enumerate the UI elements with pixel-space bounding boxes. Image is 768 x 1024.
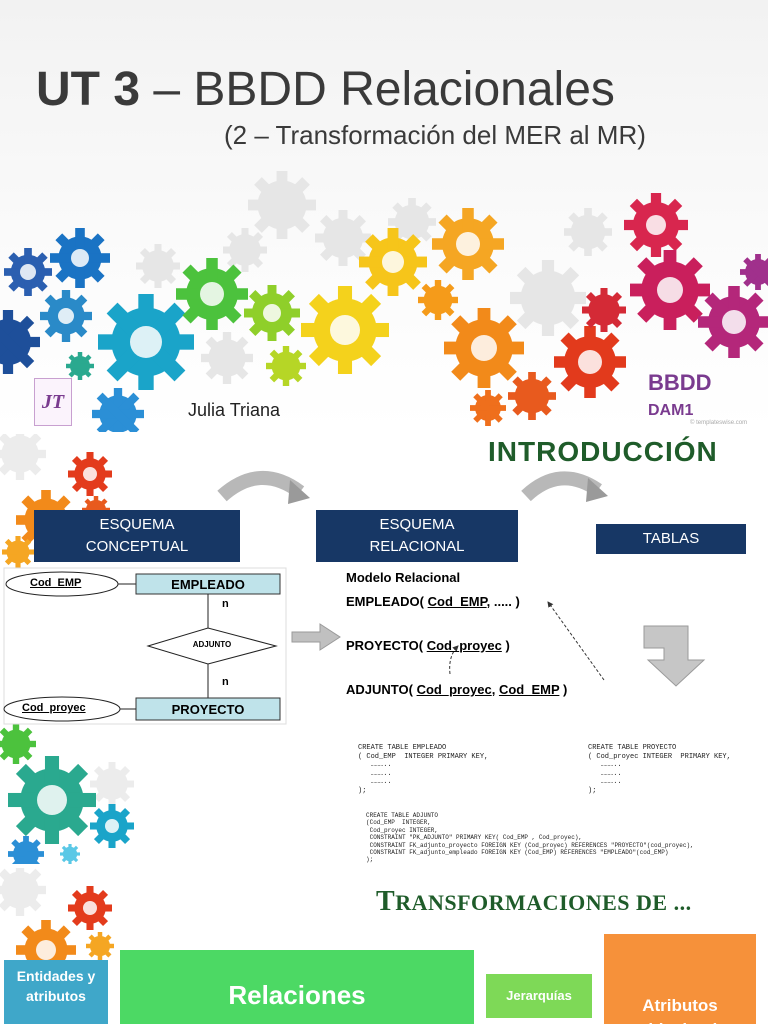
template-credit: © templateswise.com <box>690 420 748 426</box>
sql-create-adjunto: CREATE TABLE ADJUNTO (Cod_EMP INTEGER, C… <box>366 812 694 864</box>
slide3-gears <box>0 868 114 980</box>
card-entidades: Entidades y atributos <box>4 960 108 1024</box>
er-attr-cod-proyec: Cod_proyec <box>22 702 86 714</box>
model-empleado-name: EMPLEADO( <box>346 594 424 609</box>
box-conceptual: ESQUEMA CONCEPTUAL <box>34 510 240 562</box>
sql-create-empleado: CREATE TABLE EMPLEADO ( Cod_EMP INTEGER … <box>358 744 489 795</box>
box-tablas: TABLAS <box>596 524 746 554</box>
box-conceptual-line2: CONCEPTUAL <box>85 538 189 555</box>
model-adjunto-sep: , <box>491 682 499 697</box>
card-atributos: Atributos multivaluados <box>604 934 756 1024</box>
course-label: DAM1 <box>648 402 694 419</box>
model-proyecto-name: PROYECTO( <box>346 638 424 653</box>
model-title: Modelo Relacional <box>346 570 461 585</box>
er-relation-adjunto: ADJUNTO <box>192 640 232 649</box>
model-adjunto: ADJUNTO( Cod_proyec, Cod_EMP ) <box>346 682 567 697</box>
slide-subtitle: (2 – Transformación del MER al MR) <box>224 120 646 150</box>
transformations-heading: TRANSFORMACIONES DE ... <box>376 886 692 918</box>
er-cardinality-bottom: n <box>222 676 229 688</box>
er-entity-empleado: EMPLEADO <box>171 577 245 592</box>
author-name: Julia Triana <box>188 400 281 420</box>
box-relacional: ESQUEMA RELACIONAL <box>316 510 518 562</box>
author-logo: JT <box>34 378 72 426</box>
model-proyecto-key: Cod_proyec <box>426 638 502 653</box>
model-empleado-key: Cod_EMP <box>427 594 487 609</box>
transformations-slide: TRANSFORMACIONES DE ... Entidades y atri… <box>0 868 768 1024</box>
box-relacional-line1: ESQUEMA <box>379 516 455 533</box>
card-relaciones: Relaciones <box>120 950 474 1024</box>
title-rest: – BBDD Relacionales <box>140 63 615 116</box>
subject-label: BBDD <box>648 370 712 395</box>
heading-rest: RANSFORMACIONES DE ... <box>395 890 692 915</box>
title-slide: UT 3 – BBDD Relacionales (2 – Transforma… <box>0 0 768 432</box>
box-relacional-line2: RELACIONAL <box>369 538 465 555</box>
model-empleado: EMPLEADO( Cod_EMP, ..... ) <box>346 594 520 609</box>
card-jerarquias: Jerarquías <box>486 974 592 1018</box>
model-adjunto-rest: ) <box>559 682 568 697</box>
er-attr-cod-emp: Cod_EMP <box>30 577 82 589</box>
model-proyecto-rest: ) <box>501 638 510 653</box>
slide2-graphics <box>0 434 706 864</box>
model-adjunto-name: ADJUNTO( <box>346 682 413 697</box>
model-empleado-rest: , ..... ) <box>486 594 520 609</box>
sql-create-proyecto: CREATE TABLE PROYECTO ( Cod_proyec INTEG… <box>588 744 731 795</box>
intro-heading: INTRODUCCIÓN <box>488 436 718 467</box>
model-adjunto-key2: Cod_EMP <box>498 682 560 697</box>
model-adjunto-key1: Cod_proyec <box>416 682 492 697</box>
er-entity-proyecto: PROYECTO <box>171 702 245 717</box>
heading-initial: T <box>376 886 396 917</box>
er-cardinality-top: n <box>222 598 229 610</box>
slide-title: UT 3 – BBDD Relacionales <box>36 62 615 117</box>
gears-illustration <box>0 171 768 432</box>
box-conceptual-line1: ESQUEMA <box>99 516 175 533</box>
unit-number: UT 3 <box>36 63 141 116</box>
model-proyecto: PROYECTO( Cod_proyec ) <box>346 638 510 653</box>
intro-slide: INTRODUCCIÓN ESQUEMA CONCEPTUAL ESQUEMA … <box>0 434 768 864</box>
